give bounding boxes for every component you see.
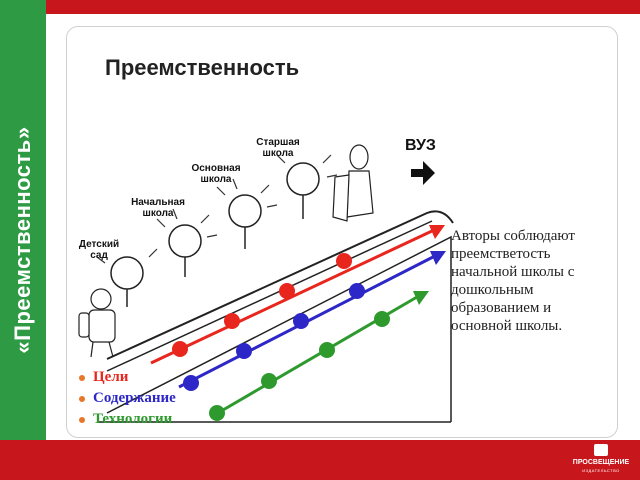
- content-dot: [293, 313, 309, 329]
- stage-lamp-senior: [286, 162, 320, 219]
- publisher-emblem-icon: [594, 444, 608, 456]
- legend-label-goals: Цели: [93, 369, 129, 385]
- legend-item-goals: Цели: [77, 367, 176, 388]
- goal-label-university: ВУЗ: [405, 137, 436, 154]
- stage-label-kindergarten: Детский сад: [78, 239, 120, 261]
- sidebar-title: «Преемственность»: [10, 126, 35, 354]
- teen-figure: [332, 144, 374, 222]
- tech-dot: [209, 405, 225, 421]
- bottom-red-bar: [0, 440, 640, 480]
- goals-dot: [224, 313, 240, 329]
- legend-item-technologies: Технологии: [77, 409, 176, 430]
- bullet-icon: [79, 375, 85, 381]
- legend-label-technologies: Технологии: [93, 411, 173, 427]
- stage-lamp-kindergarten: [110, 256, 144, 307]
- goals-dot: [336, 253, 352, 269]
- tech-dot: [319, 342, 335, 358]
- stage-label-primary: Начальная школа: [131, 197, 185, 219]
- goals-dot: [172, 341, 188, 357]
- tech-dot: [374, 311, 390, 327]
- escalator-handrail: [106, 210, 454, 360]
- top-red-bar: [0, 0, 640, 14]
- content-dot: [349, 283, 365, 299]
- content-dot: [236, 343, 252, 359]
- slide-content: Преемственность: [66, 26, 618, 438]
- publisher-name: ПРОСВЕЩЕНИЕ: [572, 459, 630, 466]
- lamp-rays: [96, 154, 338, 264]
- legend-label-content: Содержание: [93, 390, 176, 406]
- authors-note: Авторы соблюдают преемстветость начально…: [451, 228, 575, 334]
- bullet-icon: [79, 417, 85, 423]
- goals-arrow-head: [429, 225, 445, 239]
- bullet-icon: [79, 396, 85, 402]
- publisher-subtitle: ИЗДАТЕЛЬСТВО: [582, 468, 620, 473]
- vuz-arrow-icon: [411, 161, 435, 185]
- legend-list: Цели Содержание Технологии: [77, 367, 176, 430]
- child-figure: [78, 288, 116, 358]
- goals-dot: [279, 283, 295, 299]
- stage-lamp-primary: [168, 224, 202, 277]
- content-arrow-head: [430, 251, 446, 265]
- slide-title: Преемственность: [105, 55, 300, 80]
- publisher-logo: ПРОСВЕЩЕНИЕ ИЗДАТЕЛЬСТВО: [570, 444, 632, 476]
- escalator-side: [106, 220, 433, 372]
- legend-item-content: Содержание: [77, 388, 176, 409]
- sidebar: «Преемственность»: [0, 0, 46, 480]
- tech-dot: [261, 373, 277, 389]
- stage-lamp-basic: [228, 194, 262, 249]
- escalator-bottom: [106, 235, 452, 422]
- stage-label-senior: Старшая школа: [256, 137, 300, 159]
- content-dot: [183, 375, 199, 391]
- tech-arrow-head: [413, 291, 429, 305]
- stage-label-basic: Основная школа: [191, 163, 241, 185]
- escalator-illustration: [78, 144, 454, 423]
